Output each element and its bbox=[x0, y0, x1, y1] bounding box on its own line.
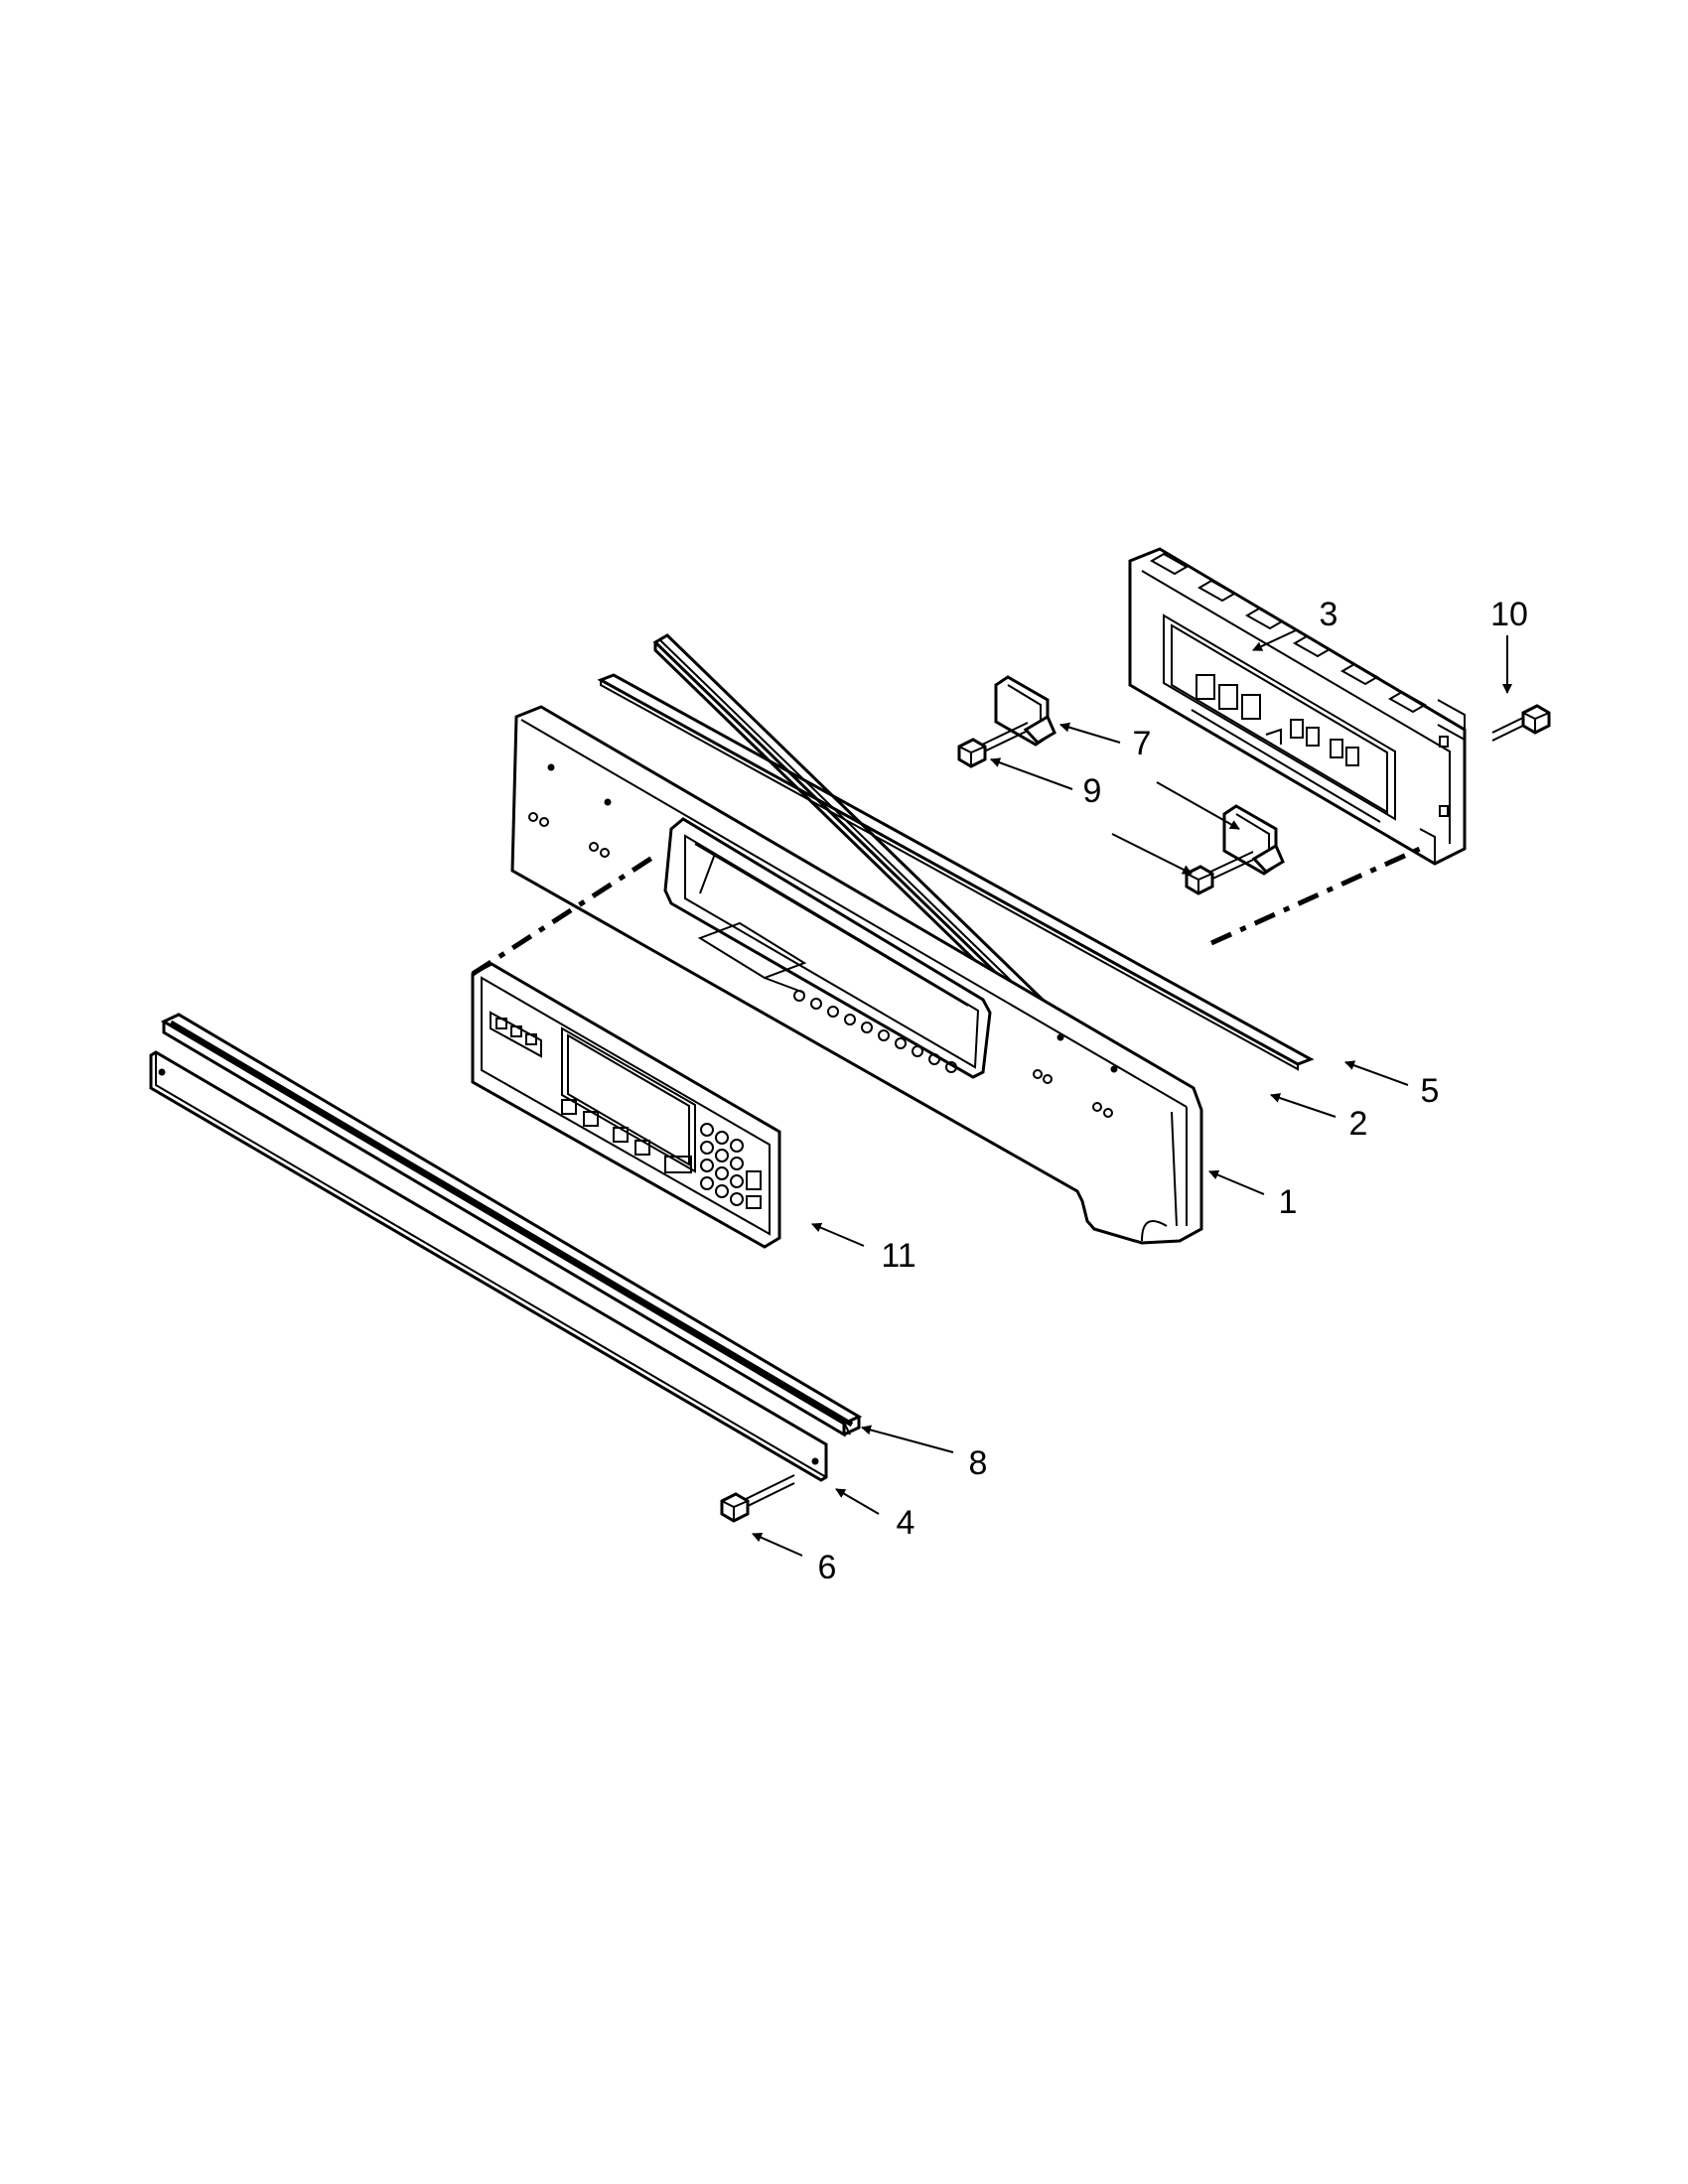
callout-10: 10 bbox=[1490, 596, 1528, 633]
assembly-lines bbox=[471, 846, 1422, 977]
leader-arrows bbox=[752, 629, 1512, 1557]
part-1-control-panel bbox=[510, 705, 1203, 1245]
part-9-screw-upper bbox=[957, 722, 1029, 768]
callout-labels: 3 10 7 9 5 2 1 11 8 4 6 bbox=[818, 596, 1528, 1586]
callout-5: 5 bbox=[1421, 1072, 1440, 1110]
callout-7: 7 bbox=[1133, 725, 1152, 762]
callout-9: 9 bbox=[1083, 772, 1102, 810]
part-8-trim-channel bbox=[160, 1013, 863, 1437]
part-3-control-board bbox=[1128, 547, 1467, 866]
callout-8: 8 bbox=[969, 1444, 988, 1482]
numeric-keypad bbox=[700, 1123, 762, 1209]
part-6-screw bbox=[720, 1474, 795, 1523]
part-11-keypad-overlay bbox=[471, 962, 781, 1249]
callout-2: 2 bbox=[1349, 1105, 1368, 1143]
callout-1: 1 bbox=[1279, 1183, 1298, 1221]
part-10-screw bbox=[1491, 704, 1551, 742]
part-7-bracket-upper bbox=[994, 675, 1056, 747]
callout-4: 4 bbox=[897, 1504, 915, 1542]
part-2-thin-strip bbox=[597, 673, 1315, 1071]
callout-3: 3 bbox=[1320, 596, 1338, 633]
callout-6: 6 bbox=[818, 1549, 837, 1586]
part-9-screw-lower bbox=[1185, 851, 1254, 895]
part-4-lower-strip bbox=[149, 1050, 828, 1482]
callout-11: 11 bbox=[881, 1237, 915, 1275]
part-7-bracket-lower bbox=[1222, 804, 1285, 876]
board-display-digits bbox=[1191, 674, 1381, 823]
vent-holes bbox=[793, 990, 957, 1073]
